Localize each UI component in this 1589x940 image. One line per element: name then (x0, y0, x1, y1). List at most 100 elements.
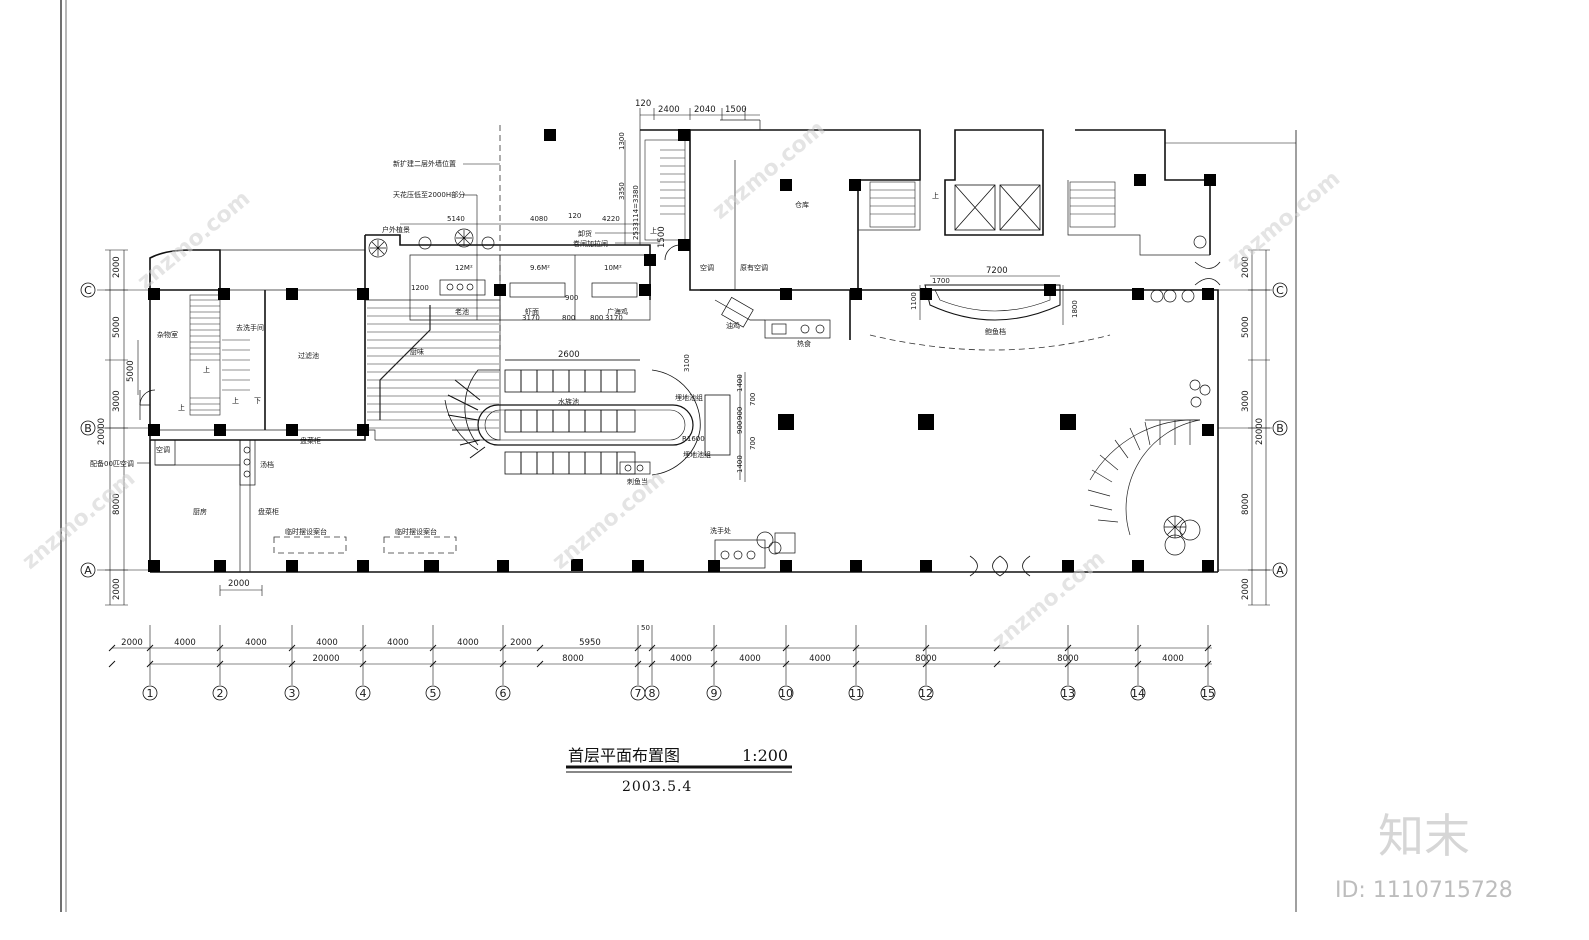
top-dimension-chain (400, 108, 1064, 482)
room-labels: 杂物室 去洗手间 过滤池 厨房 空调 空调 原有空调 仓库 汤档 盘菜柜 盘菜柜… (90, 159, 1006, 536)
watermark-logo: 知末 (1378, 809, 1470, 863)
label-storage: 杂物室 (157, 330, 178, 339)
column-icon (357, 560, 369, 572)
dimension-labels: 120 2400 2040 1500 5140 4080 120 4220 72… (228, 99, 1008, 632)
column-icon (148, 288, 160, 300)
dim-tick (108, 660, 116, 668)
dim-tick (288, 660, 296, 668)
dim-tick (536, 644, 544, 652)
stair-icon (189, 294, 250, 416)
dim-left-0: 2000 (112, 256, 122, 278)
axis-label: 6 (500, 687, 507, 700)
dim-bottom-row2: 8000 (562, 654, 584, 664)
dim-bottom-row1: 2000 (510, 638, 532, 648)
label-ramp: 厨味 (410, 347, 424, 356)
column-icon (148, 424, 160, 436)
dim-vert-2: 2533114=3380 (632, 185, 640, 240)
dim-sushi-2: 1100 (910, 292, 918, 310)
column-icon (1044, 284, 1056, 296)
dim-tick (499, 660, 507, 668)
watermark-diagonal-5: znzmo.com (548, 466, 670, 574)
dim-pool-8: R1600 (682, 435, 705, 443)
dim-right-4: 2000 (1241, 578, 1251, 600)
column-icon (286, 560, 298, 572)
dim-left-1: 5000 (112, 316, 122, 338)
dim-bottom-row2: 8000 (915, 654, 937, 664)
label-area-1: 12M² (455, 264, 473, 272)
axis-label: A (84, 564, 92, 577)
axis-label: 13 (1061, 687, 1075, 700)
label-to-wc: 去洗手间 (236, 323, 264, 332)
dim-vert-1: 3350 (618, 182, 626, 200)
label-wash: 洗手处 (710, 526, 731, 535)
axis-bubble-icon (778, 685, 794, 701)
dim-bottom-row2: 4000 (670, 654, 692, 664)
dim-bottom-row1: 4000 (457, 638, 479, 648)
dim-sushi-0: 7200 (986, 266, 1008, 276)
axis-label: 3 (289, 687, 296, 700)
dim-tank-1: 3170 (522, 314, 540, 322)
axis-bubble-icon (1060, 685, 1076, 701)
dim-tick (1064, 660, 1072, 668)
dim-top-inner-3: 4220 (602, 215, 620, 223)
column-icon (678, 239, 690, 251)
watermark: znzmo.com znzmo.com znzmo.com znzmo.com … (18, 116, 1513, 903)
label-tank-1: 老池 (455, 307, 469, 316)
wash-station (714, 532, 796, 569)
label-up-4: 上 (932, 191, 939, 200)
drawing-date: 2003.5.4 (622, 779, 692, 795)
dim-top-inner-0: 5140 (447, 215, 465, 223)
dim-sushi-3: 1800 (1071, 300, 1079, 318)
dim-bottom-row1: 4000 (174, 638, 196, 648)
column-icon (1204, 174, 1216, 186)
watermark-diagonal: znzmo.com (133, 186, 255, 294)
dim-left-inner: 5000 (126, 360, 136, 382)
column-icon (639, 284, 651, 296)
dim-pool-0: 2600 (558, 350, 580, 360)
column-icon (780, 288, 792, 300)
dim-tick (1204, 660, 1212, 668)
dim-left-4: 2000 (112, 578, 122, 600)
label-burial: 埋地池组 (675, 393, 703, 402)
axis-label: 7 (635, 687, 642, 700)
dim-right-2: 3000 (1241, 390, 1251, 412)
sushi-counter (869, 284, 1111, 351)
label-expand-wall: 新扩建二层外墙位置 (393, 159, 456, 168)
label-hot-food: 热食 (797, 339, 811, 348)
dim-tick (429, 660, 437, 668)
column-icon (1132, 288, 1144, 300)
label-fish-bar: 刺鱼当 (627, 477, 648, 486)
column-icon (494, 284, 506, 296)
column-icon (214, 424, 226, 436)
dim-top-inner-2: 120 (568, 212, 581, 220)
column-icon (644, 254, 656, 266)
dim-tick (1134, 644, 1142, 652)
aquarium-island (444, 369, 731, 476)
dim-tick (852, 660, 860, 668)
column-icon (1202, 560, 1214, 572)
label-ac: 空调 (156, 445, 170, 454)
dim-bottom-row2: 20000 (312, 654, 339, 664)
dim-pool-1: 3100 (683, 354, 691, 372)
dim-bottom-small-0: 2000 (228, 579, 250, 589)
label-fry: 油鸡 (726, 321, 740, 330)
axis-bubble-icon (80, 420, 96, 436)
axis-bubble-icon (1272, 282, 1288, 298)
label-outdoor: 户外植景 (382, 225, 410, 234)
right-dimension-chain (1248, 249, 1270, 606)
dim-tick (922, 660, 930, 668)
dim-tick (429, 644, 437, 652)
column-icon (780, 560, 792, 572)
dim-vert-3: 1500 (657, 226, 667, 248)
dim-tick (710, 660, 718, 668)
column-icon (357, 424, 369, 436)
axis-label: C (84, 284, 92, 297)
axis-bubble-icon (142, 685, 158, 701)
label-rolling: 卷闸加拉闸 (573, 239, 608, 248)
dim-tick (993, 660, 1001, 668)
axis-bubble-icon (80, 282, 96, 298)
column-icon (1202, 288, 1214, 300)
label-sushi: 鲍鱼档 (985, 327, 1006, 336)
axis-bubble-icon (848, 685, 864, 701)
